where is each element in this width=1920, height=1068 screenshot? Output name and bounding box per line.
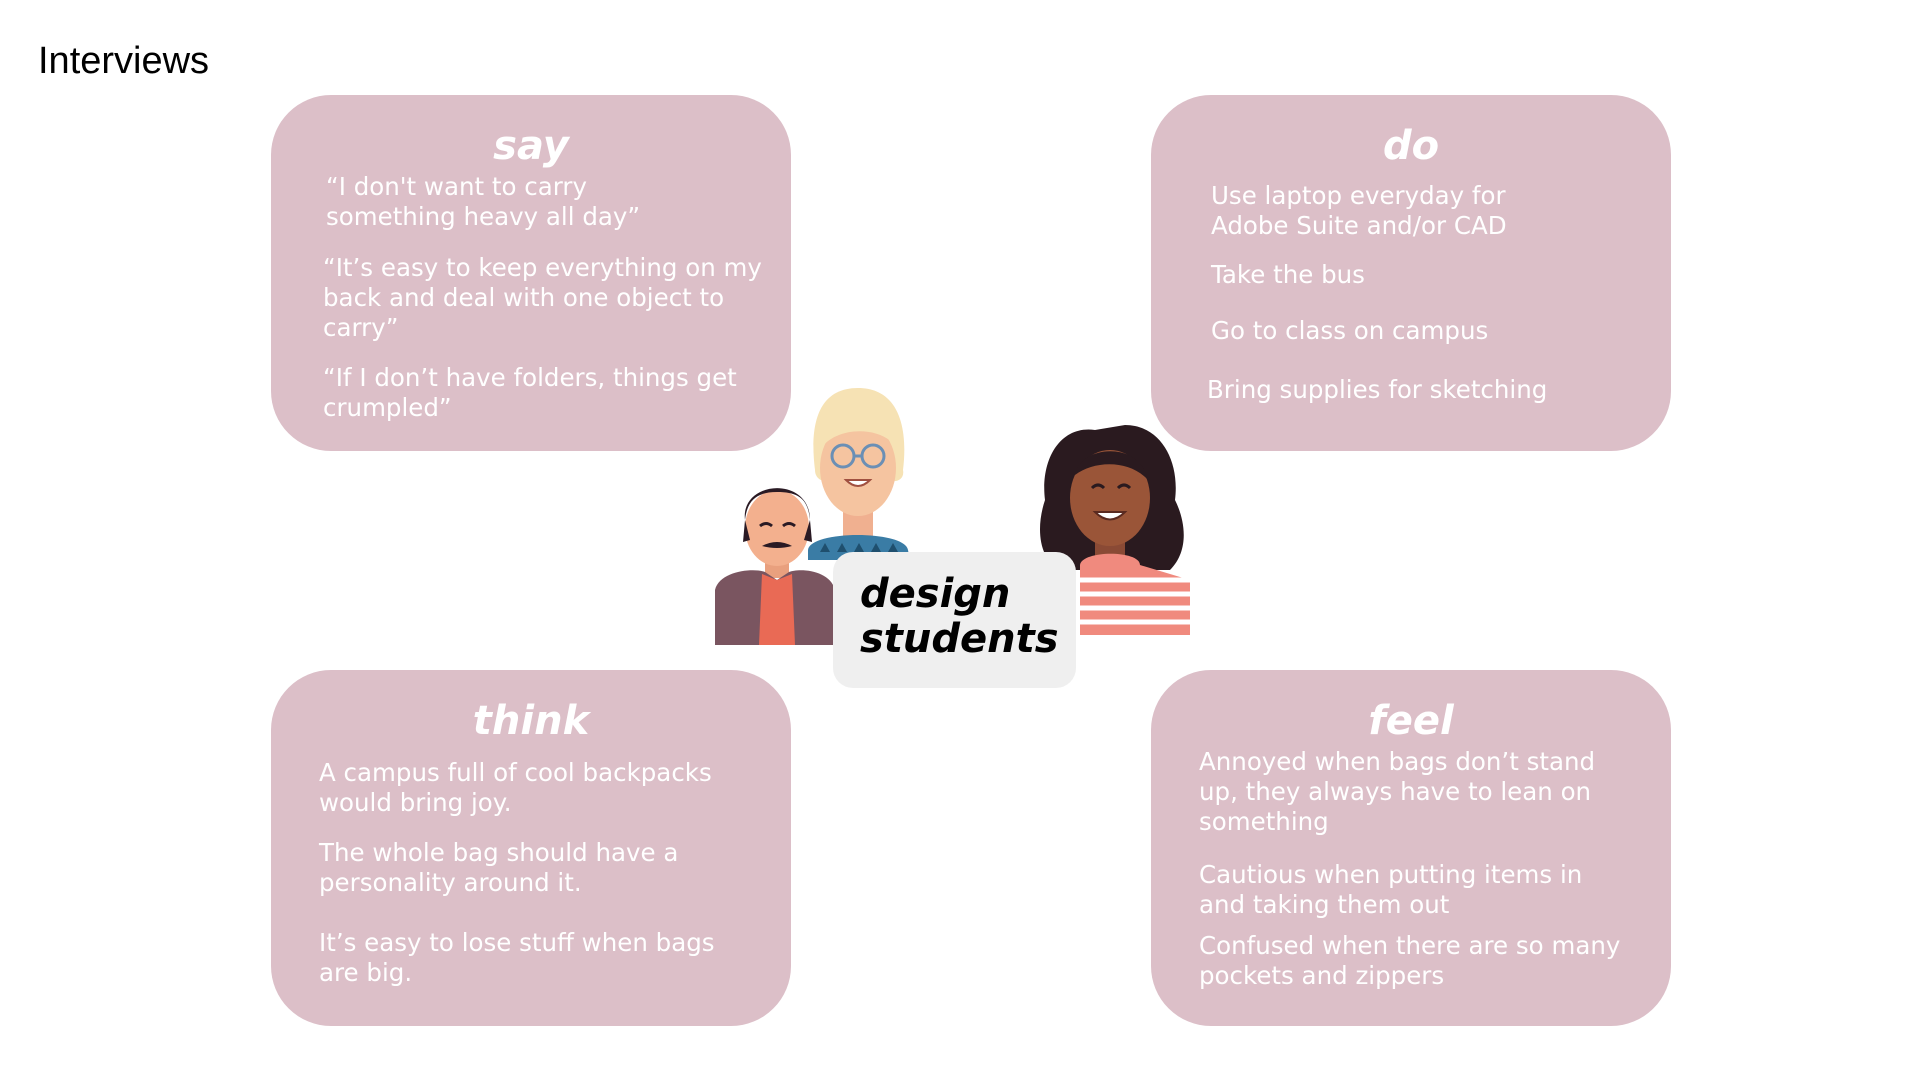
think-card: think A campus full of cool backpacks wo… bbox=[271, 670, 791, 1026]
think-title: think bbox=[472, 698, 590, 744]
woman-curly-hair-avatar-icon bbox=[1040, 425, 1190, 635]
feel-card: feel Annoyed when bags don’t stand up, t… bbox=[1151, 670, 1671, 1026]
think-item: It’s easy to lose stuff when bags are bi… bbox=[319, 928, 715, 987]
do-item: Bring supplies for sketching bbox=[1207, 375, 1548, 404]
center-label: design students bbox=[860, 571, 1059, 662]
say-item: “If I don’t have folders, things get cru… bbox=[323, 363, 737, 422]
center-label-box: design students bbox=[833, 552, 1076, 688]
feel-item: Confused when there are so many pockets … bbox=[1199, 931, 1621, 990]
think-item: The whole bag should have a personality … bbox=[319, 838, 679, 897]
design-students-illustration bbox=[715, 388, 1190, 645]
feel-item: Cautious when putting items in and takin… bbox=[1199, 860, 1583, 919]
say-title: say bbox=[493, 123, 569, 169]
do-card: do Use laptop everyday for Adobe Suite a… bbox=[1151, 95, 1671, 451]
do-item: Use laptop everyday for Adobe Suite and/… bbox=[1211, 181, 1507, 240]
page-title: Interviews bbox=[38, 40, 210, 82]
do-item: Take the bus bbox=[1211, 260, 1365, 289]
say-item: “It’s easy to keep everything on my back… bbox=[323, 253, 762, 342]
feel-title: feel bbox=[1368, 698, 1454, 744]
man-avatar-icon bbox=[715, 488, 835, 645]
say-card: say “I don't want to carry something hea… bbox=[271, 95, 791, 451]
think-item: A campus full of cool backpacks would br… bbox=[319, 758, 712, 817]
woman-glasses-avatar-icon bbox=[808, 388, 910, 560]
do-item: Go to class on campus bbox=[1211, 316, 1489, 345]
feel-item: Annoyed when bags don’t stand up, they a… bbox=[1199, 747, 1596, 836]
do-title: do bbox=[1382, 123, 1440, 169]
say-item: “I don't want to carry something heavy a… bbox=[326, 172, 641, 231]
